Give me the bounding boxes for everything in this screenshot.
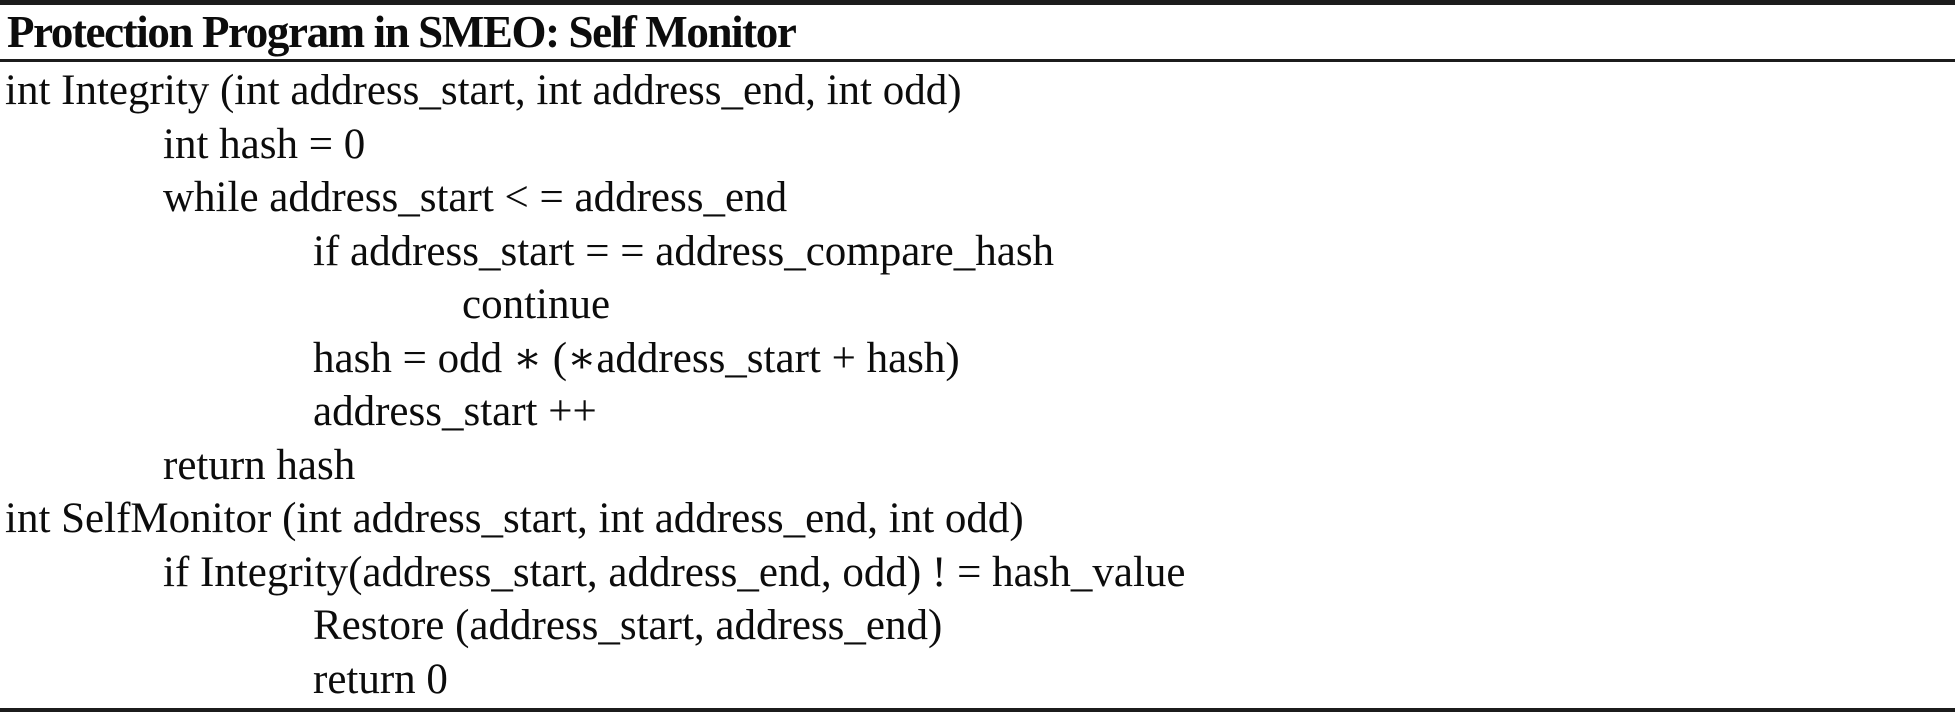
code-line: if Integrity(address_start, address_end,…: [163, 548, 1186, 596]
code-line: address_start ++: [313, 388, 597, 436]
code-line: return 0: [313, 655, 448, 703]
algorithm-title-row: Protection Program in SMEO: Self Monitor: [0, 5, 1955, 59]
code-line: if address_start = = address_compare_has…: [313, 227, 1055, 275]
algorithm-title: Protection Program in SMEO: Self Monitor: [7, 7, 797, 57]
bottom-rule: [0, 708, 1955, 712]
code-line: return hash: [163, 441, 356, 489]
code-line: int Integrity (int address_start, int ad…: [5, 67, 962, 115]
top-rule: [0, 0, 1955, 5]
code-line: int hash = 0: [163, 120, 366, 168]
code-line: while address_start < = address_end: [163, 174, 788, 222]
code-line: Restore (address_start, address_end): [313, 602, 943, 650]
code-line: continue: [462, 281, 611, 329]
code-line: int SelfMonitor (int address_start, int …: [5, 495, 1024, 543]
code-line: hash = odd ∗ (∗address_start + hash): [313, 335, 960, 383]
algorithm-code: int Integrity (int address_start, int ad…: [0, 62, 1955, 708]
header-rule: [0, 59, 1955, 62]
